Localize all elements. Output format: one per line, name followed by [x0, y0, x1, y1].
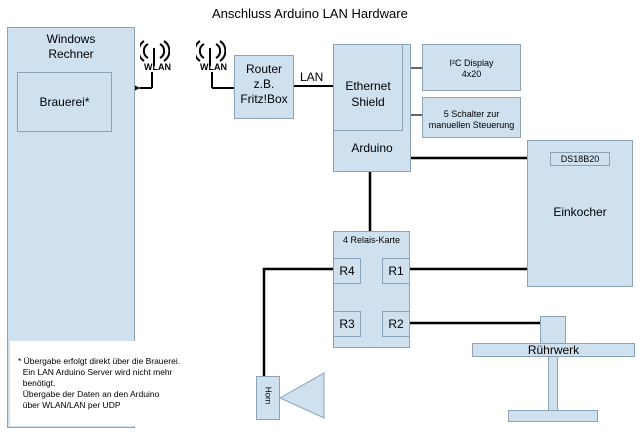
ruehrwerk-label: Rührwerk [527, 343, 580, 357]
r4-horn-link [262, 267, 334, 376]
windows-pc-label-1: Windows [46, 32, 96, 46]
footnote-line-4: Übergabe der Daten an den Arduino [18, 389, 160, 399]
wlan-label: WLAN [200, 62, 227, 72]
wlan-label: WLAN [144, 62, 171, 72]
einkocher-label: Einkocher [553, 205, 607, 219]
lan-label: LAN [300, 70, 324, 84]
ruehrwerk-bar: Rührwerk [472, 343, 635, 357]
switch-label-1: 5 Schalter zur [443, 109, 500, 119]
ruehrwerk-shaft [548, 356, 558, 411]
footnote-line-3: benötigt. [18, 378, 56, 388]
relay-r3-label: R3 [339, 317, 355, 331]
router-box: Router z.B. Fritz!Box [234, 55, 294, 119]
diagram-title: Anschluss Arduino LAN Hardware [212, 6, 408, 21]
switch-box: 5 Schalter zur manuellen Steuerung [422, 97, 521, 138]
ethernet-shield-label-1: Ethernet [345, 79, 391, 93]
relay-r1-label: R1 [388, 264, 404, 278]
ruehrwerk-motor [540, 316, 566, 344]
router-label-2: z.B. [253, 77, 275, 91]
horn-cone-icon [278, 372, 325, 419]
switch-label-2: manuellen Steuerung [428, 120, 515, 130]
ethernet-shield-label-2: Shield [351, 95, 385, 109]
footnote-box: * Übergabe erfolgt direkt über die Braue… [10, 341, 216, 426]
relay-r2: R2 [382, 311, 410, 337]
arduino-label: Arduino [351, 141, 393, 155]
footnote-line-1: * Übergabe erfolgt direkt über die Braue… [18, 356, 181, 366]
windows-pc-label-2: Rechner [48, 47, 94, 61]
relay-r2-label: R2 [388, 317, 404, 331]
ruehrwerk-blade [508, 410, 598, 422]
brauerei-box: Brauerei* [17, 72, 112, 132]
wlan-icon: WLAN [196, 40, 227, 74]
display-label-1: I²C Display [449, 58, 494, 68]
relay-r4-label: R4 [339, 264, 355, 278]
i2c-display-box: I²C Display 4x20 [422, 44, 521, 91]
relay-r4: R4 [333, 258, 361, 284]
horn-box: Horn [256, 376, 280, 420]
footnote-line-5: über WLAN/LAN per UDP [18, 400, 121, 410]
ds18b20-box: DS18B20 [550, 152, 610, 166]
relay-r1: R1 [382, 258, 410, 284]
horn-label: Horn [263, 386, 273, 405]
router-label-1: Router [245, 62, 283, 76]
brauerei-label: Brauerei* [39, 95, 90, 109]
router-label-3: Fritz!Box [240, 92, 288, 106]
ds18b20-label: DS18B20 [560, 154, 600, 164]
display-label-2: 4x20 [461, 69, 482, 79]
wlan-icon: WLAN [140, 40, 171, 74]
arrow-right-icon [134, 85, 140, 91]
footnote-line-2: Ein LAN Arduino Server wird nicht mehr [18, 367, 173, 377]
relay-r3: R3 [333, 311, 361, 337]
relay-card-title: 4 Relais-Karte [342, 235, 401, 245]
ethernet-shield-box: Ethernet Shield [333, 44, 403, 131]
